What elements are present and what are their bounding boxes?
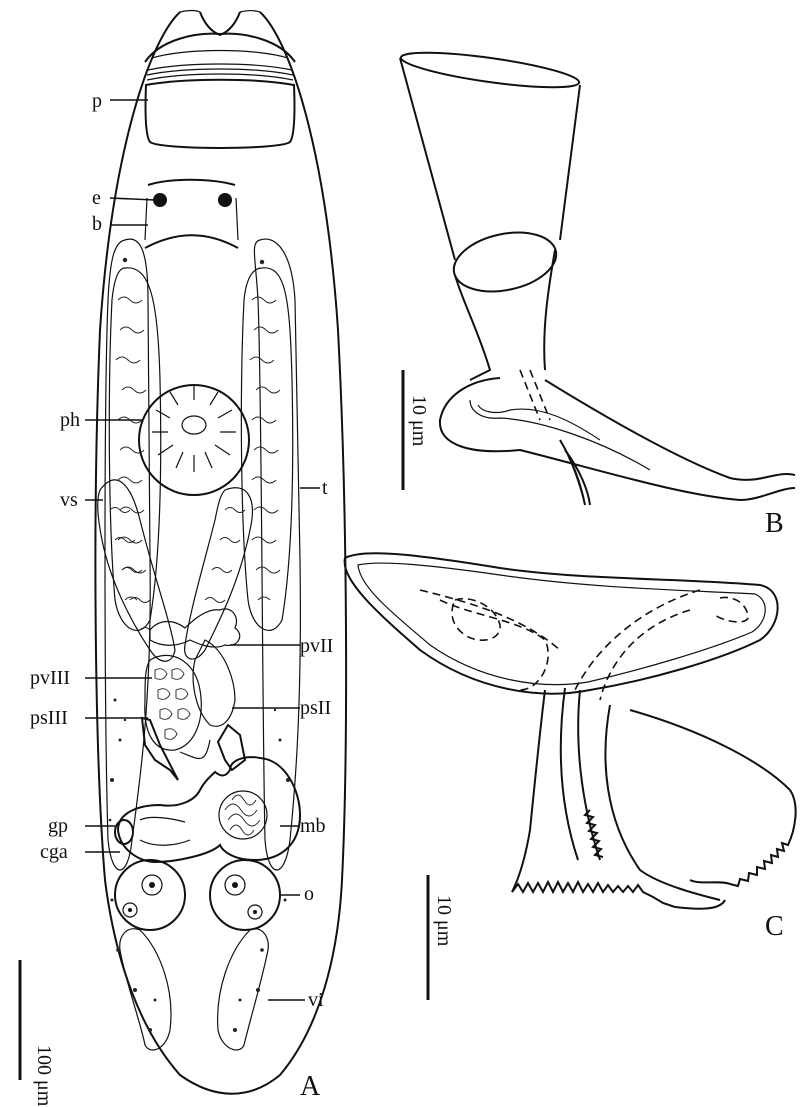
label-psIII: psIII [30,707,68,729]
label-pvII: pvII [300,635,333,657]
testis-right [240,267,294,631]
body-outline [94,11,348,1095]
scale-label-b: 10 μm [408,395,430,447]
vitellaria-posterior-left [119,928,172,1051]
label-o: o [304,883,314,905]
scale-label-c: 10 μm [433,895,455,947]
label-gp: gp [48,815,68,837]
panel-letter-a: A [300,1071,321,1102]
leader-lines [85,99,320,1001]
panel-letter-b: B [765,508,784,539]
label-t: t [322,477,328,499]
testis-left [108,267,162,631]
label-vs: vs [60,489,78,511]
vitelline-dots [108,257,290,1032]
pharynx [138,384,250,496]
seminal-vesicle-left [97,479,176,662]
label-vi: vi [308,989,324,1011]
panel-a-worm: p e b ph vs t pvII pvIII psIII psII gp m… [18,9,348,1107]
anterior-notch [199,11,241,37]
label-mb: mb [300,815,326,837]
seminal-vesicle-right [183,487,253,660]
panel-letter-c: C [765,911,784,942]
vitellaria-left [104,238,151,871]
scale-label-a: 100 μm [33,1045,55,1107]
label-p: p [92,90,102,112]
vitellaria-posterior-right [217,928,269,1051]
vitellaria-right [253,238,301,871]
eye-left [153,193,167,207]
label-psII: psII [300,697,331,719]
label-b: b [92,213,102,235]
label-cga: cga [40,841,68,863]
copulatory-complex [140,608,247,781]
label-ph: ph [60,409,80,431]
male-bursa [114,756,302,864]
panel-b-structure: 10 μm B [399,51,796,539]
panel-c-structure: 10 μm C [343,552,797,1000]
label-e: e [92,187,101,209]
eye-right [218,193,232,207]
label-pvIII: pvIII [30,667,70,689]
proboscis [144,32,296,149]
ovaries [114,859,281,931]
